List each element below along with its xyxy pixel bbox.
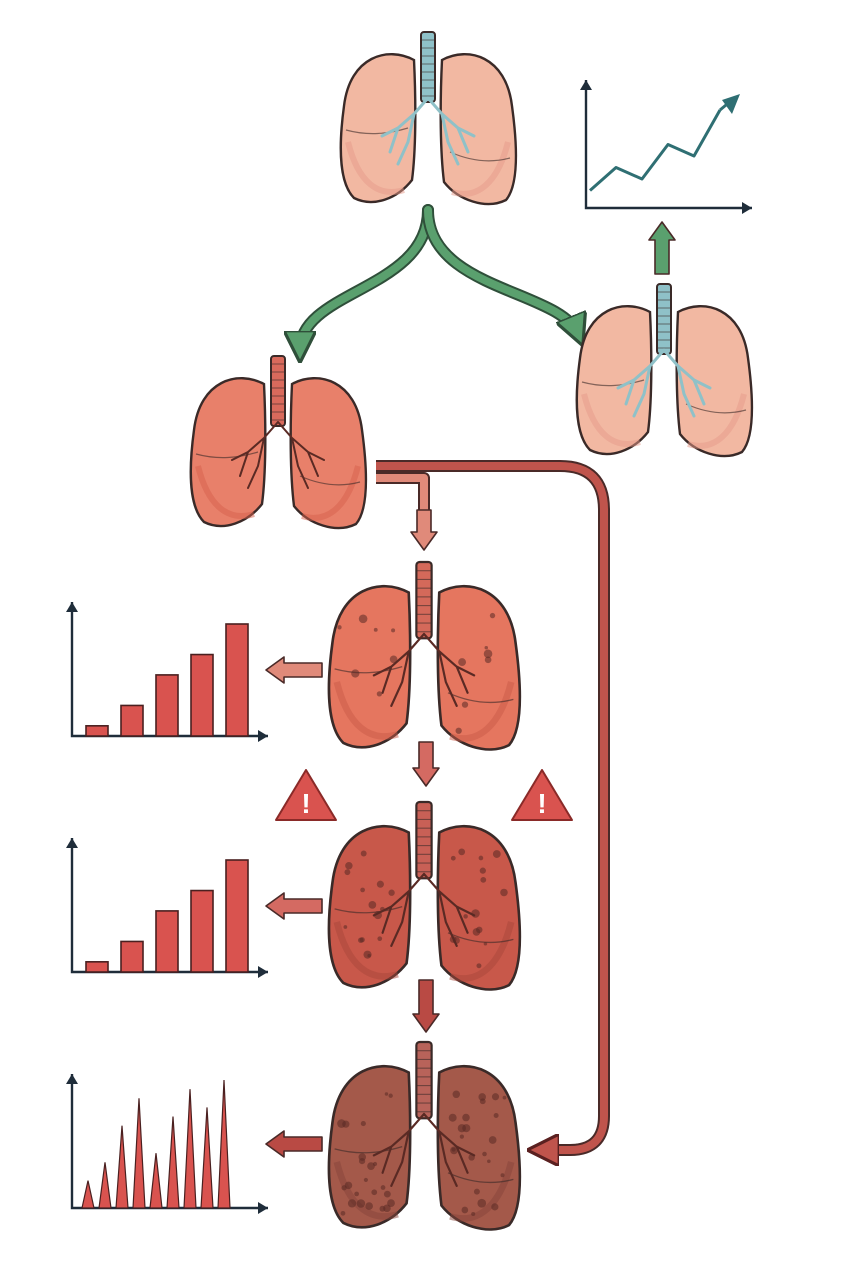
- left-lobe: [575, 305, 653, 456]
- arrow-inflamed-to-stage3: [376, 462, 608, 1150]
- trachea: [415, 1040, 433, 1120]
- trachea: [415, 560, 433, 640]
- bar-chart-icon: [66, 838, 268, 978]
- trend-arrowhead: [722, 94, 740, 114]
- bar-5: [225, 623, 249, 737]
- edges-layer: [265, 204, 676, 1158]
- bronchi: [231, 421, 325, 489]
- left-lobe: [327, 584, 412, 749]
- spike-1: [81, 1180, 95, 1209]
- arrow-stage1-to-chart: [265, 656, 323, 684]
- right-lobe: [436, 584, 522, 751]
- spike-3: [115, 1125, 129, 1209]
- bronchi: [372, 1112, 476, 1187]
- bar-3: [155, 674, 179, 737]
- arrow-healthy-to-inflamed: [300, 206, 432, 350]
- spike-5: [149, 1153, 163, 1209]
- bar-2: [120, 940, 144, 973]
- bar-1: [85, 961, 109, 973]
- trachea: [270, 355, 286, 427]
- trachea: [415, 800, 433, 880]
- warning-icon: !: [511, 769, 573, 821]
- lungs-inflamed: [189, 355, 368, 530]
- lungs-stage3: [327, 1040, 522, 1231]
- chart-axes: [584, 80, 752, 210]
- lungs-recovered: [575, 283, 754, 458]
- arrow-stage2-to-stage3: [412, 979, 440, 1033]
- bronchi: [380, 96, 476, 166]
- right-lobe: [439, 53, 518, 206]
- bronchi: [372, 632, 476, 707]
- arrow-stage3-to-chart: [265, 1130, 323, 1158]
- spike-4: [132, 1098, 146, 1209]
- lungs-stage1: [327, 560, 522, 751]
- trend-line: [589, 109, 722, 192]
- warning-glyph: !: [537, 788, 546, 819]
- bar-2: [120, 704, 144, 737]
- lungs-layer: [189, 31, 754, 1231]
- right-lobe: [289, 377, 368, 530]
- trachea: [420, 31, 436, 103]
- bar-5: [225, 859, 249, 973]
- warnings-layer: !!: [275, 769, 573, 821]
- line-chart-icon: [580, 80, 752, 214]
- warning-icon: !: [275, 769, 337, 821]
- arrow-stage1-to-stage2: [412, 741, 440, 787]
- bar-chart-icon: [66, 602, 268, 742]
- left-lobe: [339, 53, 417, 204]
- spike-8: [200, 1107, 214, 1209]
- bronchi: [616, 348, 712, 418]
- bar-4: [190, 653, 214, 737]
- bar-3: [155, 910, 179, 973]
- spike-7: [183, 1089, 197, 1209]
- warning-glyph: !: [301, 788, 310, 819]
- arrow-recovered-to-trend-chart: [648, 221, 676, 275]
- spike-chart-icon: [66, 1074, 268, 1214]
- spike-6: [166, 1116, 180, 1209]
- left-lobe: [189, 377, 267, 528]
- bar-4: [190, 889, 214, 973]
- lungs-healthy: [339, 31, 518, 206]
- right-lobe: [675, 305, 754, 458]
- charts-layer: [66, 80, 752, 1214]
- arrow-healthy-to-recovered: [424, 206, 578, 334]
- arrow-inflamed-to-stage1: [410, 509, 438, 551]
- trachea: [656, 283, 672, 355]
- arrow-stage2-to-chart: [265, 892, 323, 920]
- spike-2: [98, 1162, 112, 1209]
- lungs-stage2: [327, 800, 522, 991]
- spike-9: [217, 1079, 231, 1209]
- bar-1: [85, 725, 109, 737]
